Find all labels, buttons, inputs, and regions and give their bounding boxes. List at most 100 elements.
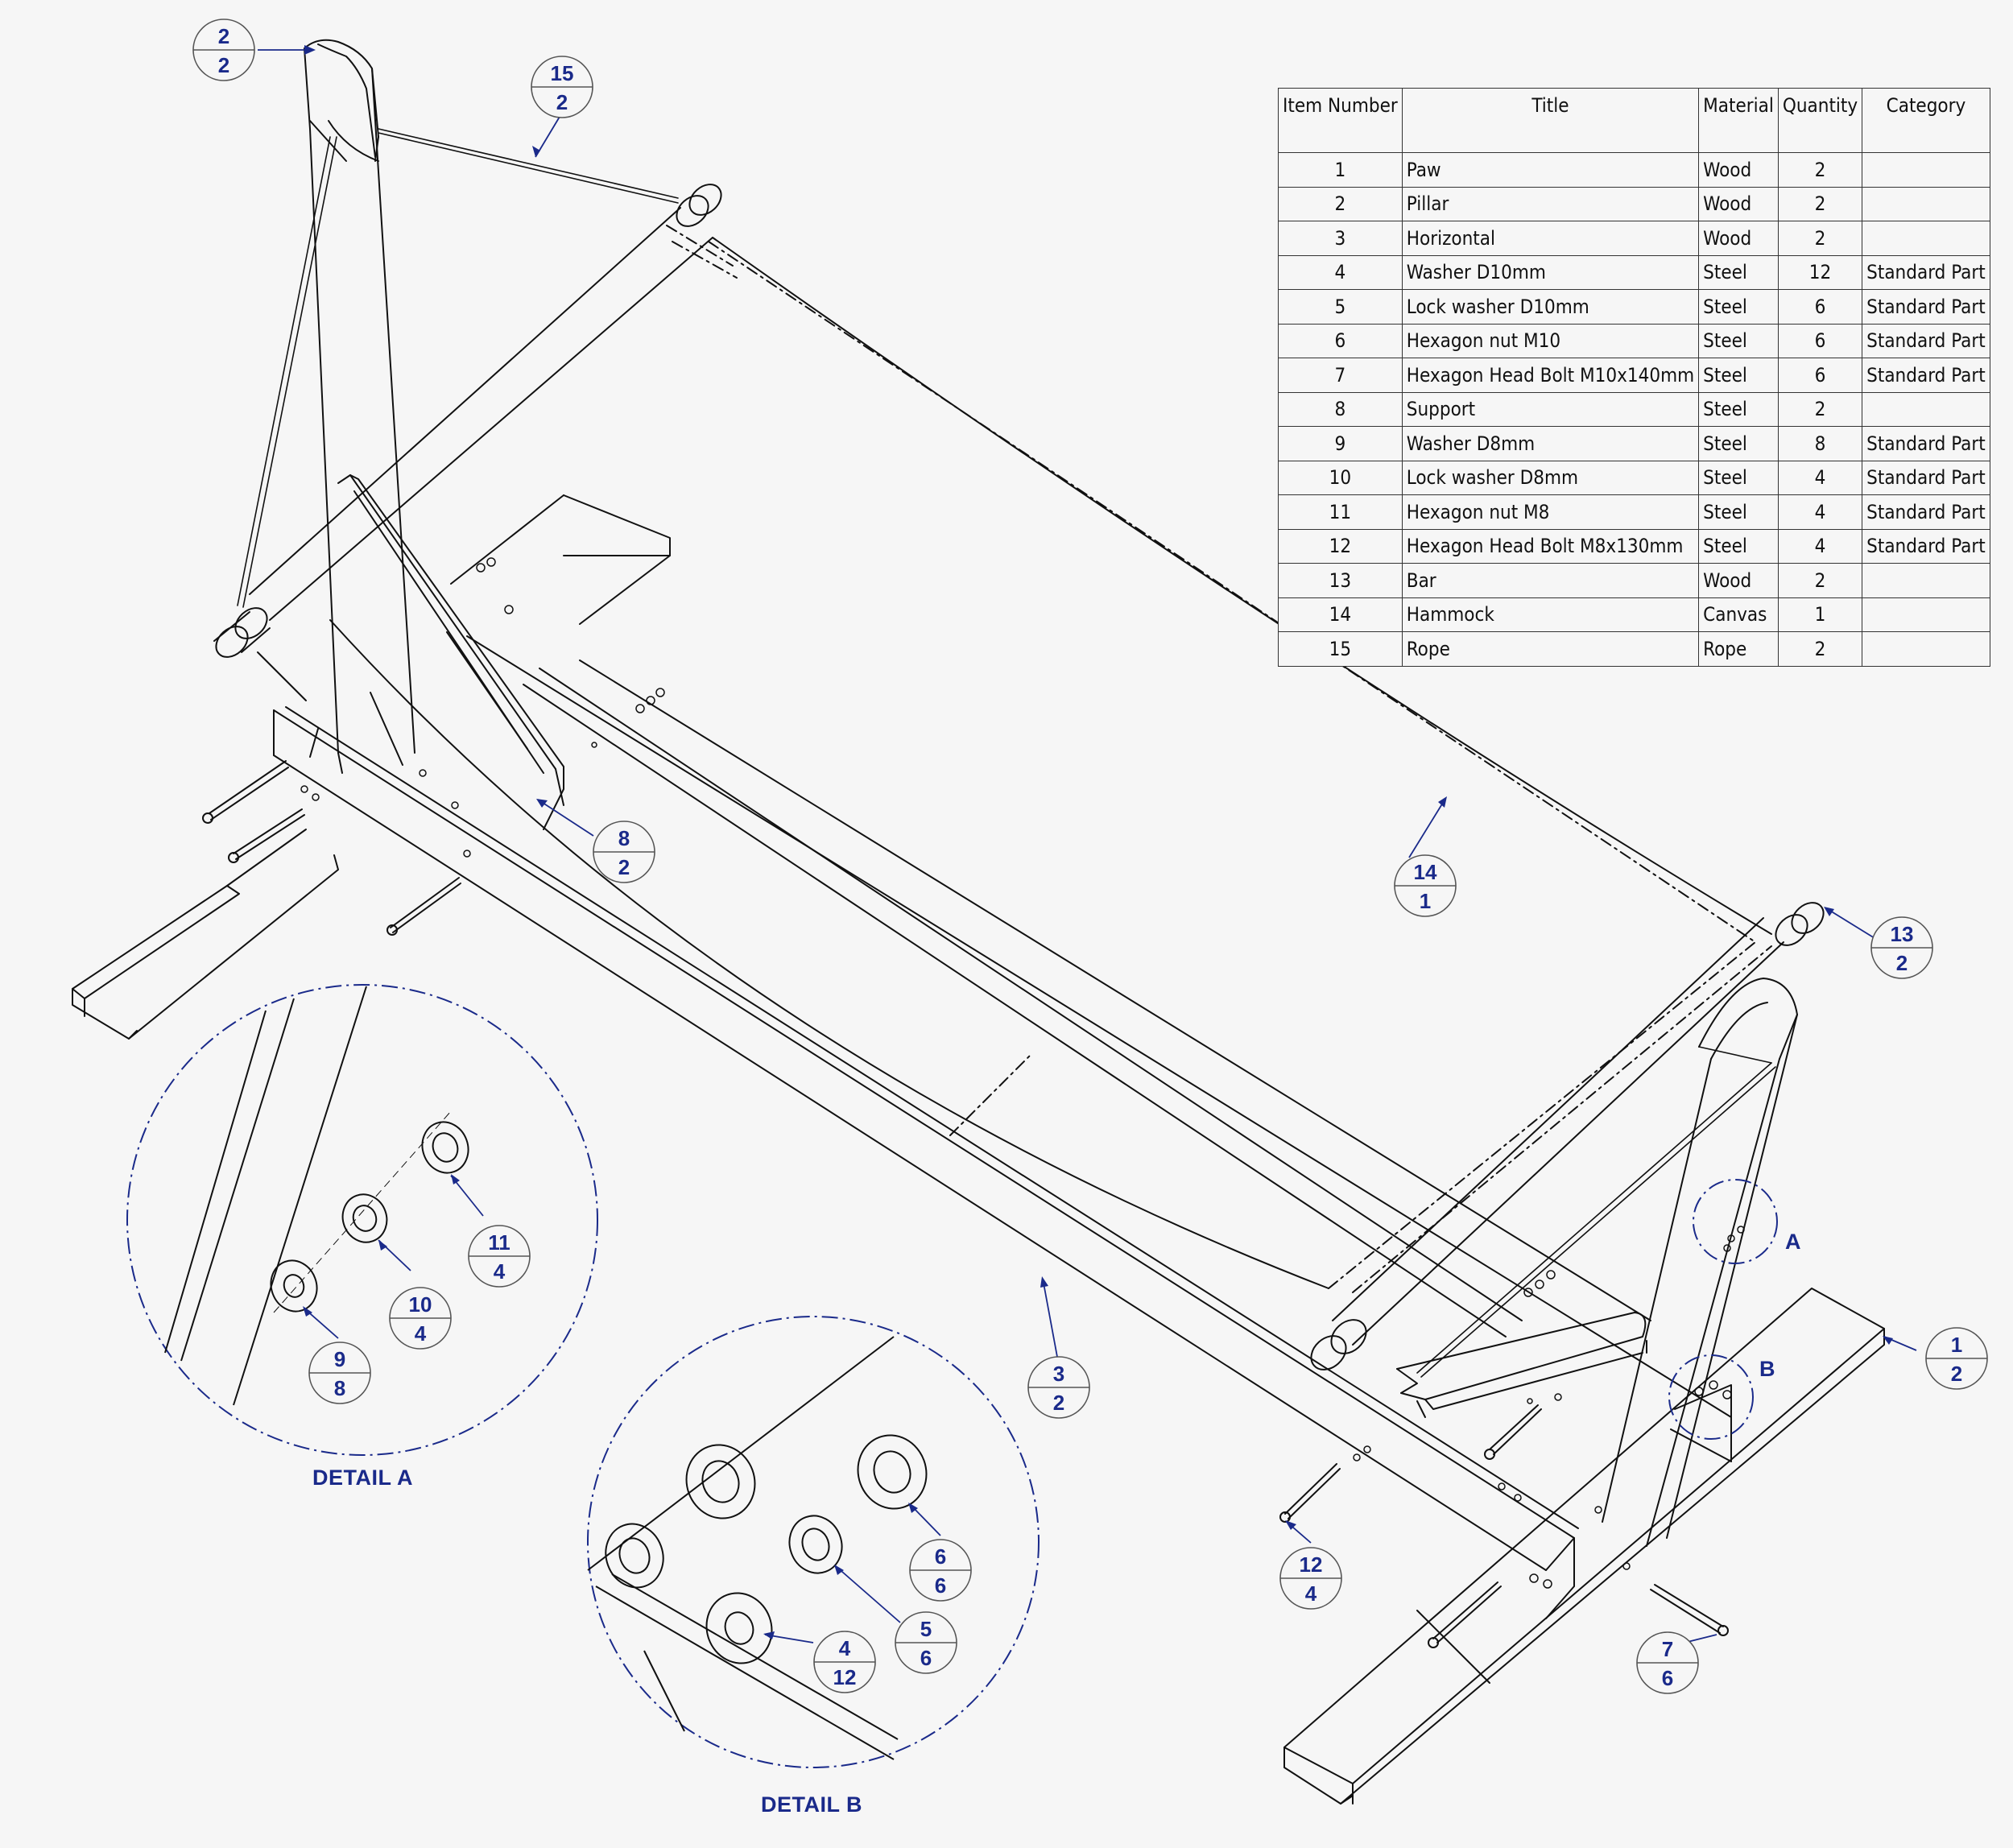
bom-material: Wood bbox=[1698, 186, 1779, 221]
right-paw bbox=[1283, 1288, 1885, 1805]
balloon-quantity: 12 bbox=[833, 1665, 857, 1689]
right-bar bbox=[1310, 902, 1825, 1370]
bom-material: Canvas bbox=[1698, 597, 1779, 632]
bom-item-number: 6 bbox=[1278, 323, 1403, 358]
balloon-item-12: 124 bbox=[1279, 1547, 1342, 1610]
balloon-item-number: 4 bbox=[839, 1636, 851, 1660]
balloon-quantity: 2 bbox=[218, 53, 229, 77]
bom-category: Standard Part bbox=[1862, 323, 1990, 358]
bom-title: Lock washer D8mm bbox=[1401, 460, 1700, 495]
balloon-quantity: 2 bbox=[1053, 1391, 1064, 1415]
balloon-quantity: 4 bbox=[494, 1259, 506, 1284]
bom-item-number: 5 bbox=[1278, 289, 1403, 325]
bom-category bbox=[1862, 221, 1990, 256]
detail-b-border bbox=[587, 1316, 1040, 1768]
bom-title: Hammock bbox=[1401, 597, 1700, 632]
bom-category bbox=[1862, 631, 1990, 667]
bom-title: Paw bbox=[1401, 152, 1700, 188]
left-pillar bbox=[304, 39, 415, 774]
balloon-quantity: 4 bbox=[415, 1321, 427, 1346]
lock-washer-icon bbox=[788, 1515, 843, 1574]
bom-title: Washer D10mm bbox=[1401, 254, 1700, 290]
detail-b-title: DETAIL B bbox=[761, 1792, 863, 1817]
bom-title: Lock washer D10mm bbox=[1401, 289, 1700, 325]
bom-category bbox=[1862, 597, 1990, 632]
bom-category bbox=[1862, 391, 1990, 427]
hex-nut-icon bbox=[685, 1444, 756, 1519]
bom-material: Steel bbox=[1698, 426, 1779, 461]
back-beam bbox=[466, 635, 1732, 1418]
balloon-item-number: 13 bbox=[1891, 922, 1914, 946]
bom-header-quantity: Quantity bbox=[1777, 88, 1863, 153]
bom-category: Standard Part bbox=[1862, 494, 1990, 530]
balloon-item-15: 152 bbox=[531, 56, 593, 118]
bom-title: Support bbox=[1401, 391, 1700, 427]
balloon-item-number: 10 bbox=[409, 1292, 432, 1317]
bom-quantity: 8 bbox=[1777, 426, 1863, 461]
bom-quantity: 2 bbox=[1777, 391, 1863, 427]
horizontal-beam bbox=[273, 668, 1579, 1619]
balloon-item-number: 5 bbox=[920, 1617, 932, 1641]
bom-quantity: 2 bbox=[1777, 186, 1863, 221]
bom-title: Pillar bbox=[1401, 186, 1700, 221]
bom-title: Hexagon Head Bolt M10x140mm bbox=[1401, 358, 1700, 393]
balloon-item-4: 412 bbox=[813, 1631, 876, 1693]
bom-material: Steel bbox=[1698, 323, 1779, 358]
bom-category: Standard Part bbox=[1862, 254, 1990, 290]
bom-item-number: 13 bbox=[1278, 563, 1403, 598]
bom-title: Horizontal bbox=[1401, 221, 1700, 256]
bom-quantity: 4 bbox=[1777, 528, 1863, 564]
balloon-item-number: 14 bbox=[1414, 860, 1437, 884]
hex-nut-icon bbox=[421, 1121, 469, 1174]
balloon-item-9: 98 bbox=[308, 1342, 371, 1404]
bom-material: Steel bbox=[1698, 391, 1779, 427]
ropes bbox=[237, 128, 1776, 1378]
balloon-quantity: 6 bbox=[935, 1573, 946, 1598]
bolts bbox=[202, 760, 1729, 1648]
bom-category bbox=[1862, 563, 1990, 598]
bom-material: Steel bbox=[1698, 358, 1779, 393]
hex-nut-icon bbox=[857, 1434, 928, 1510]
washer-icon bbox=[605, 1523, 664, 1589]
bom-quantity: 2 bbox=[1777, 563, 1863, 598]
balloon-quantity: 4 bbox=[1305, 1581, 1317, 1606]
bom-item-number: 14 bbox=[1278, 597, 1403, 632]
bom-category: Standard Part bbox=[1862, 460, 1990, 495]
bom-item-number: 8 bbox=[1278, 391, 1403, 427]
bom-title: Washer D8mm bbox=[1401, 426, 1700, 461]
detail-a-letter: A bbox=[1785, 1230, 1801, 1254]
balloon-item-3: 32 bbox=[1027, 1356, 1090, 1419]
bom-header-item-number: Item Number bbox=[1278, 88, 1403, 153]
bom-item-number: 9 bbox=[1278, 426, 1403, 461]
detail-b-marker bbox=[1668, 1354, 1754, 1440]
balloon-quantity: 2 bbox=[1896, 951, 1908, 975]
bom-quantity: 1 bbox=[1777, 597, 1863, 632]
arrowheads bbox=[303, 45, 1893, 1639]
balloon-item-number: 11 bbox=[488, 1230, 510, 1255]
bom-item-number: 11 bbox=[1278, 494, 1403, 530]
balloon-item-7: 76 bbox=[1636, 1631, 1699, 1694]
balloon-item-number: 2 bbox=[218, 24, 229, 48]
bom-quantity: 6 bbox=[1777, 323, 1863, 358]
balloon-quantity: 2 bbox=[556, 90, 568, 114]
detail-b-letter: B bbox=[1759, 1357, 1775, 1381]
balloon-quantity: 6 bbox=[920, 1646, 932, 1670]
balloon-item-2: 22 bbox=[192, 19, 255, 81]
bom-header-material: Material bbox=[1698, 88, 1779, 153]
washer-icon bbox=[705, 1592, 773, 1664]
detail-a-contents bbox=[164, 986, 469, 1406]
balloon-item-number: 1 bbox=[1951, 1333, 1962, 1357]
bom-material: Steel bbox=[1698, 494, 1779, 530]
